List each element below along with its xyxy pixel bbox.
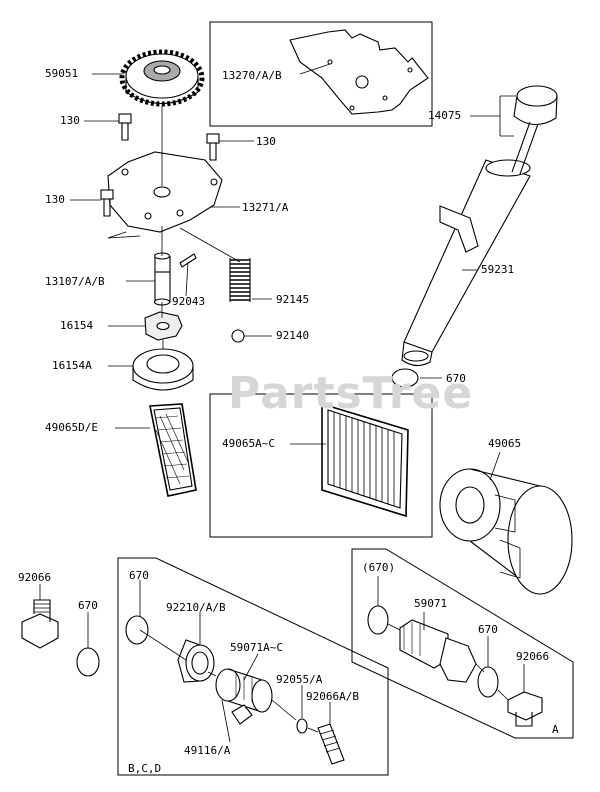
label-BCD: B,C,D (128, 762, 162, 775)
label-670-paren: (670) (362, 561, 396, 574)
bolt-130-left-bottom (100, 189, 114, 217)
spring-part (229, 258, 251, 302)
label-92145: 92145 (276, 293, 310, 306)
bolt-130-left-top (118, 113, 132, 141)
cover-plate-part (289, 29, 429, 115)
label-92066AB: 92066A/B (306, 690, 359, 703)
label-13270: 13270/A/B (222, 69, 282, 82)
label-130-left: 130 (45, 193, 65, 206)
adapter-kit-box (351, 548, 574, 739)
filter-element-box (209, 393, 433, 538)
o-ring-small (296, 718, 308, 734)
label-49065AC: 49065A~C (222, 437, 275, 450)
label-49065DE: 49065D/E (45, 421, 98, 434)
label-130-top: 130 (60, 114, 80, 127)
o-ring-left (76, 647, 100, 677)
label-670-left: 670 (78, 599, 98, 612)
drain-plug-left (21, 599, 59, 649)
drain-plug-right (507, 691, 543, 727)
label-92055: 92055/A (276, 673, 323, 686)
pump-body-plate (107, 151, 223, 233)
label-13107: 13107/A/B (45, 275, 105, 288)
label-14075: 14075 (428, 109, 462, 122)
strainer-screen (149, 403, 197, 497)
dipstick-cap (511, 85, 558, 175)
o-ring-tube (391, 368, 419, 388)
label-670-tube: 670 (446, 372, 466, 385)
label-59051: 59051 (45, 67, 79, 80)
label-92066-right: 92066 (516, 650, 550, 663)
label-92140: 92140 (276, 329, 310, 342)
label-A: A (552, 723, 559, 736)
collar-part (177, 639, 215, 683)
label-670-kit: 670 (129, 569, 149, 582)
oil-filter-cartridge (439, 468, 573, 595)
label-92210: 92210/A/B (166, 601, 226, 614)
leader-lines (39, 63, 525, 743)
bolt-130-right (206, 133, 220, 161)
cover-plate-box (209, 21, 433, 127)
o-ring-kit (125, 615, 149, 645)
fitting-tee (215, 668, 273, 725)
label-59231: 59231 (481, 263, 515, 276)
label-16154: 16154 (60, 319, 94, 332)
label-59071: 59071 (414, 597, 448, 610)
label-130-right: 130 (256, 135, 276, 148)
inner-rotor-part (144, 311, 183, 341)
label-16154A: 16154A (52, 359, 92, 372)
label-49065: 49065 (488, 437, 522, 450)
label-13271: 13271/A (242, 201, 289, 214)
dipstick-tube (401, 159, 531, 367)
shaft-part (153, 252, 171, 306)
filter-element (321, 402, 409, 518)
label-49116: 49116/A (184, 744, 231, 757)
o-ring-adapter-top (367, 605, 389, 635)
label-59071AC: 59071A~C (230, 641, 283, 654)
small-plug (317, 723, 345, 765)
adapter-part (399, 619, 477, 683)
filter-kit-box (117, 557, 389, 776)
watermark: PartsTree (228, 368, 474, 419)
label-670-adapter: 670 (478, 623, 498, 636)
label-92066-left: 92066 (18, 571, 52, 584)
gear-part (119, 49, 205, 107)
o-ring-adapter-right (477, 666, 499, 698)
outer-rotor-part (132, 348, 194, 391)
pin-part (179, 253, 197, 268)
label-92043: 92043 (172, 295, 206, 308)
ball-part (231, 329, 245, 343)
